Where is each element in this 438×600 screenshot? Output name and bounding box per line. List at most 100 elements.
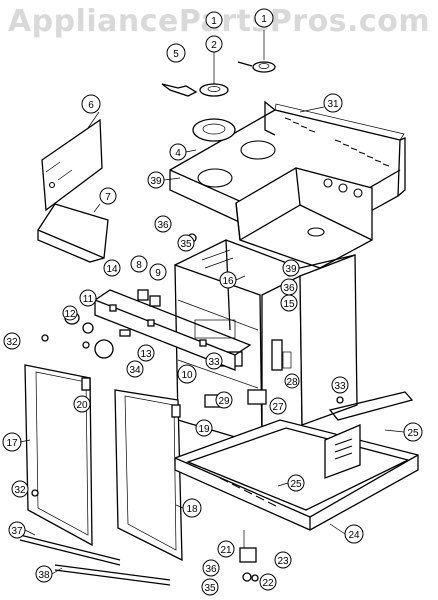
knob-hole [323,178,333,188]
callout-32b: 32 [11,480,29,498]
callout-label: 12 [64,309,76,320]
callout-label: 4 [175,148,181,159]
part-hardware [19,233,344,586]
callout-label: 1 [261,14,267,25]
callout-1a: 1 [254,8,274,28]
callout-label: 21 [220,545,232,556]
part-back-panel-6 [41,118,103,212]
callout-label: 36 [157,220,169,231]
callout-31: 31 [323,93,343,113]
callout-18: 18 [182,498,202,518]
callout-34: 34 [126,360,144,378]
callout-label: 33 [208,357,220,368]
leader-lines [19,106,405,575]
callout-15: 15 [280,294,298,312]
callout-label: 25 [290,479,302,490]
callout-25b: 25 [403,422,423,442]
callout-label: 25 [407,428,419,439]
part-bracket-7 [37,203,109,263]
callout-label: 37 [11,526,23,537]
callout-13: 13 [137,344,155,362]
callout-label: 24 [348,530,360,541]
callout-28: 28 [284,373,300,389]
callout-label: 36 [205,564,217,575]
callout-label: 20 [76,400,88,411]
part-burner-assembly [161,30,276,142]
callout-29: 29 [215,391,233,409]
callout-label: 38 [38,570,50,581]
callout-23: 23 [274,551,292,569]
callout-label: 17 [6,438,18,449]
callout-label: 7 [105,192,111,203]
callout-label: 33 [334,381,346,392]
callout-label: 6 [88,100,94,111]
callout-38: 38 [35,565,53,583]
callout-label: 11 [83,294,94,305]
burner-hole-rear [240,140,276,160]
callout-label: 29 [218,396,230,407]
part-cooktop-sink-top [169,100,406,269]
callout-20: 20 [73,395,91,413]
callout-label: 31 [327,99,339,110]
vent-slots [284,117,390,167]
callout-label: 34 [129,365,141,376]
callout-7: 7 [99,187,117,205]
callout-label: 35 [180,239,192,250]
callout-label: 36 [283,283,295,294]
callout-27: 27 [269,397,287,415]
callout-16: 16 [219,271,237,289]
callout-1b: 1 [205,11,223,29]
part-door-left [24,364,93,547]
callout-label: 10 [181,370,193,381]
callout-label: 35 [204,583,216,594]
callout-35a: 35 [177,234,195,252]
callout-5: 5 [166,43,186,63]
callout-8: 8 [130,255,148,273]
part-bracket-26 [324,424,361,479]
callout-21: 21 [217,540,235,558]
callout-label: 16 [222,276,234,287]
callout-label: 23 [277,556,289,567]
callout-14: 14 [103,259,121,277]
callout-36b: 36 [280,278,298,296]
callout-33a: 33 [205,352,223,370]
callout-36a: 36 [154,215,172,233]
callout-label: 15 [283,299,295,310]
callout-36c: 36 [202,559,220,577]
callout-10: 10 [177,364,197,384]
knob-hole [353,188,363,198]
callout-label: 32 [14,485,26,496]
callout-label: 8 [136,260,142,271]
callout-39b: 39 [282,259,300,277]
callout-17: 17 [2,432,22,452]
callout-label: 39 [150,176,162,187]
callout-label: 22 [262,578,274,589]
callout-label: 28 [286,377,298,388]
callout-9: 9 [149,263,167,281]
callout-25a: 25 [287,474,305,492]
part-drip-pan [192,118,236,142]
callouts: 1 1 2 4 5 6 7 8 9 10 11 12 13 14 15 16 1… [2,8,423,596]
callout-37: 37 [8,521,26,539]
burner-hole-front [197,168,233,188]
callout-label: 9 [155,268,161,279]
callout-12: 12 [62,305,78,321]
callout-24: 24 [344,524,364,544]
callout-label: 5 [173,49,179,60]
callout-39: 39 [147,171,165,189]
callout-4: 4 [169,143,187,161]
part-door-right [114,389,183,562]
callout-label: 39 [285,264,297,275]
callout-label: 2 [211,40,217,51]
callout-2: 2 [205,35,223,53]
callout-33b: 33 [331,376,349,394]
part-back-panels [37,118,109,263]
callout-19: 19 [195,419,213,437]
callout-label: 32 [6,337,18,348]
callout-label: 13 [140,349,152,360]
callout-11: 11 [79,289,97,307]
callout-32a: 32 [3,332,21,350]
callout-label: 27 [272,402,284,413]
callout-22: 22 [259,573,277,591]
